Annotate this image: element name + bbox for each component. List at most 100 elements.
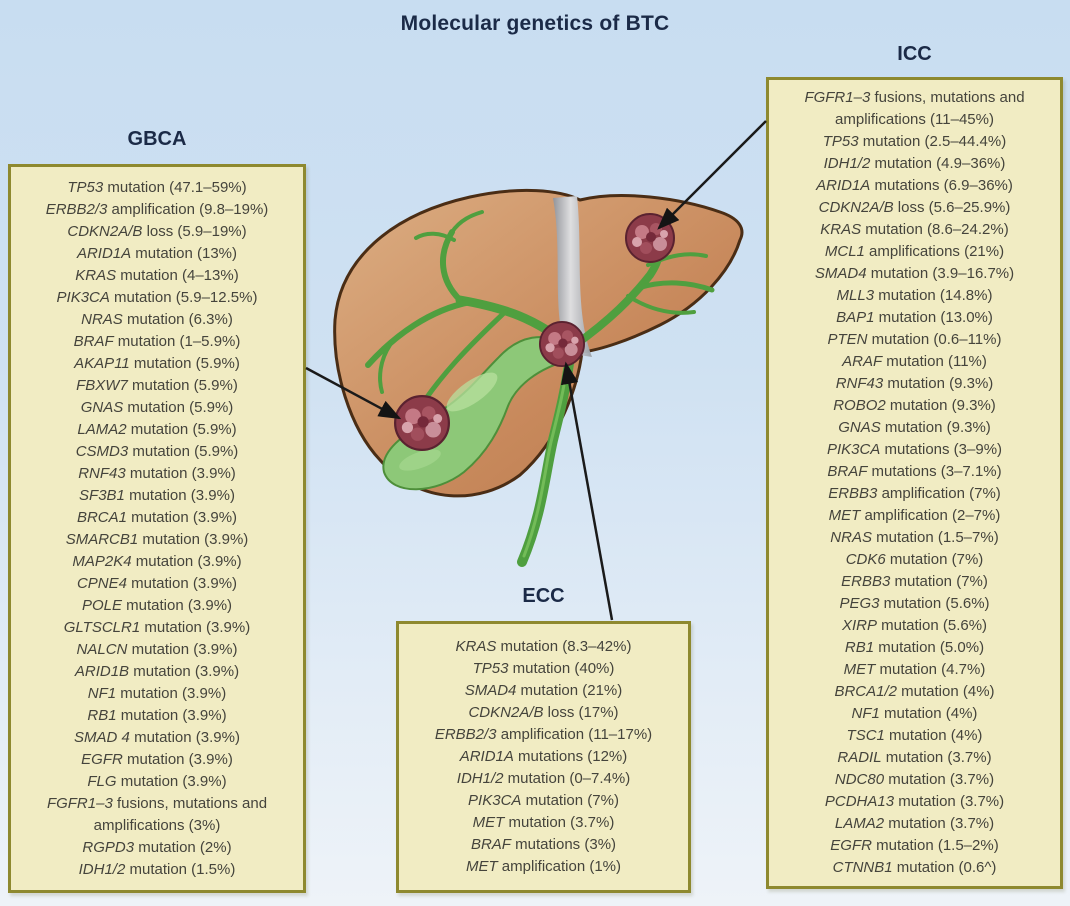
gene-name: PIK3CA bbox=[468, 792, 522, 809]
mutation-item: XIRP mutation (5.6%) bbox=[774, 615, 1055, 637]
mutation-detail: mutation (5.6%) bbox=[879, 595, 990, 612]
gene-name: KRAS bbox=[75, 267, 117, 284]
mutation-item: PIK3CA mutation (7%) bbox=[404, 790, 683, 812]
mutation-item: BRCA1 mutation (3.9%) bbox=[16, 507, 298, 529]
mutation-detail: amplification (2–7%) bbox=[860, 507, 1001, 524]
gene-name: XIRP bbox=[841, 617, 877, 634]
mutation-detail: mutation (3.7%) bbox=[894, 793, 1005, 810]
mutation-item: BAP1 mutation (13.0%) bbox=[774, 307, 1055, 329]
gene-name: ERBB3 bbox=[841, 573, 891, 590]
mutation-detail: mutation (9.3%) bbox=[885, 397, 996, 414]
gene-name: NDC80 bbox=[834, 771, 885, 788]
mutation-item: ERBB2/3 amplification (9.8–19%) bbox=[16, 199, 298, 221]
gene-name: IDH1/2 bbox=[823, 155, 871, 172]
mutation-detail: mutation (3.7%) bbox=[884, 815, 995, 832]
mutation-item: MET mutation (3.7%) bbox=[404, 812, 683, 834]
mutation-detail: mutation (3.9%) bbox=[129, 663, 240, 680]
gene-name: PCDHA13 bbox=[824, 793, 895, 810]
mutation-item: PEG3 mutation (5.6%) bbox=[774, 593, 1055, 615]
gene-name: ERBB3 bbox=[828, 485, 878, 502]
mutation-item: PIK3CA mutations (3–9%) bbox=[774, 439, 1055, 461]
gene-name: CDK6 bbox=[845, 551, 886, 568]
gene-name: NRAS bbox=[830, 529, 872, 546]
gene-name: CTNNB1 bbox=[832, 859, 893, 876]
icc-label: ICC bbox=[897, 43, 932, 65]
gene-name: RNF43 bbox=[835, 375, 884, 392]
mutation-item: POLE mutation (3.9%) bbox=[16, 595, 298, 617]
mutation-item: FBXW7 mutation (5.9%) bbox=[16, 375, 298, 397]
tumor-ecc bbox=[538, 320, 585, 368]
gene-name: NF1 bbox=[851, 705, 880, 722]
mutation-item: NF1 mutation (3.9%) bbox=[16, 683, 298, 705]
gene-name: BRAF bbox=[73, 333, 114, 350]
gallbladder-highlight bbox=[399, 449, 441, 471]
mutation-item: KRAS mutation (8.3–42%) bbox=[404, 636, 683, 658]
gene-name: LAMA2 bbox=[834, 815, 885, 832]
mutation-item: CDKN2A/B loss (17%) bbox=[404, 702, 683, 724]
mutation-item: NF1 mutation (4%) bbox=[774, 703, 1055, 725]
gene-name: TP53 bbox=[472, 660, 509, 677]
gene-name: SMARCB1 bbox=[65, 531, 139, 548]
gene-name: TP53 bbox=[67, 179, 104, 196]
mutation-item: IDH1/2 mutation (4.9–36%) bbox=[774, 153, 1055, 175]
mutation-item: KRAS mutation (4–13%) bbox=[16, 265, 298, 287]
gene-name: TP53 bbox=[822, 133, 859, 150]
gene-name: PEG3 bbox=[839, 595, 880, 612]
gene-name: FGFR1–3 bbox=[804, 89, 871, 106]
mutation-item: LAMA2 mutation (3.7%) bbox=[774, 813, 1055, 835]
mutation-detail: mutation (3.9%) bbox=[124, 487, 235, 504]
gene-name: BRCA1 bbox=[76, 509, 127, 526]
mutation-detail: mutation (47.1–59%) bbox=[103, 179, 247, 196]
mutation-item: NDC80 mutation (3.7%) bbox=[774, 769, 1055, 791]
mutation-detail: mutation (21%) bbox=[516, 682, 623, 699]
mutation-item: BRAF mutations (3%) bbox=[404, 834, 683, 856]
mutation-detail: mutation (3.9%) bbox=[122, 751, 233, 768]
gene-name: AKAP11 bbox=[74, 355, 130, 372]
gene-name: FLG bbox=[87, 773, 117, 790]
gene-name: MET bbox=[828, 507, 861, 524]
mutation-detail: mutation (7%) bbox=[521, 792, 619, 809]
mutation-item: ARID1A mutation (13%) bbox=[16, 243, 298, 265]
mutation-item: MET amplification (2–7%) bbox=[774, 505, 1055, 527]
mutation-item: BRAF mutations (3–7.1%) bbox=[774, 461, 1055, 483]
mutation-detail: mutation (5.9–12.5%) bbox=[109, 289, 258, 306]
mutation-item: MET amplification (1%) bbox=[404, 856, 683, 878]
mutation-detail: mutation (3.9%) bbox=[140, 619, 251, 636]
gbca-mutation-list: TP53 mutation (47.1–59%) ERBB2/3 amplifi… bbox=[16, 177, 298, 881]
mutation-item: ARAF mutation (11%) bbox=[774, 351, 1055, 373]
mutation-item: MAP2K4 mutation (3.9%) bbox=[16, 551, 298, 573]
mutation-detail: amplifications (21%) bbox=[864, 243, 1005, 260]
gene-name: POLE bbox=[81, 597, 122, 614]
gene-name: BRCA1/2 bbox=[834, 683, 897, 700]
mutation-detail: mutation (7%) bbox=[890, 573, 988, 590]
mutation-item: MET mutation (4.7%) bbox=[774, 659, 1055, 681]
gene-name: ARID1A bbox=[459, 748, 514, 765]
mutation-detail: mutation (0.6^) bbox=[892, 859, 997, 876]
mutation-item: GNAS mutation (5.9%) bbox=[16, 397, 298, 419]
mutation-item: ERBB3 mutation (7%) bbox=[774, 571, 1055, 593]
gbca-label: GBCA bbox=[127, 128, 187, 150]
ecc-mutation-list: KRAS mutation (8.3–42%) TP53 mutation (4… bbox=[404, 636, 683, 878]
tumor-gbca bbox=[393, 394, 451, 452]
ecc-box: KRAS mutation (8.3–42%) TP53 mutation (4… bbox=[396, 621, 691, 893]
mutation-item: KRAS mutation (8.6–24.2%) bbox=[774, 219, 1055, 241]
mutation-item: TP53 mutation (40%) bbox=[404, 658, 683, 680]
mutation-detail: mutation (2.5–44.4%) bbox=[858, 133, 1007, 150]
mutation-detail: mutation (3.9%) bbox=[126, 575, 238, 592]
gene-name: RB1 bbox=[87, 707, 117, 724]
mutation-detail: mutation (1.5–2%) bbox=[871, 837, 999, 854]
mutation-item: TP53 mutation (2.5–44.4%) bbox=[774, 131, 1055, 153]
mutation-item: TSC1 mutation (4%) bbox=[774, 725, 1055, 747]
gene-name: BRAF bbox=[470, 836, 511, 853]
gene-name: FGFR1–3 bbox=[46, 795, 113, 812]
mutation-detail: mutation (4.9–36%) bbox=[870, 155, 1006, 172]
mutation-item: ARID1B mutation (3.9%) bbox=[16, 661, 298, 683]
mutation-detail: mutation (5.6%) bbox=[876, 617, 988, 634]
mutation-detail: mutation (3.9%) bbox=[125, 465, 236, 482]
gene-name: MET bbox=[843, 661, 876, 678]
mutation-detail: mutation (2%) bbox=[134, 839, 232, 856]
mutation-item: CDK6 mutation (7%) bbox=[774, 549, 1055, 571]
mutation-item: MLL3 mutation (14.8%) bbox=[774, 285, 1055, 307]
gene-name: ARID1B bbox=[74, 663, 130, 680]
mutation-item: FGFR1–3 fusions, mutations and amplifica… bbox=[774, 87, 1055, 131]
